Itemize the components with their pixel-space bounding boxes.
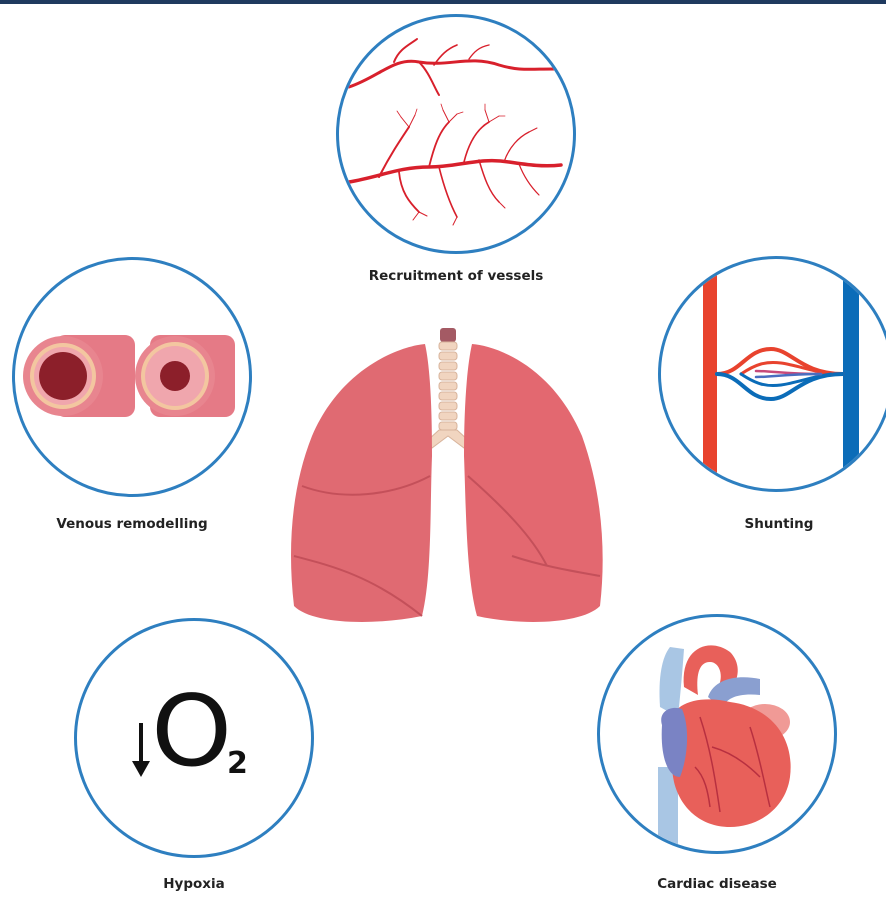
hypoxia-circle: O 2 [74, 618, 314, 858]
hypoxia-label: Hypoxia [163, 876, 224, 892]
hypoxia-symbol: O 2 [77, 621, 311, 855]
vessel-network-illustration [339, 17, 573, 251]
heart-illustration [600, 617, 834, 851]
shunt-vessels-illustration [661, 259, 886, 489]
shunting-circle [658, 256, 886, 492]
lungs-illustration [282, 326, 612, 636]
trachea-top [440, 328, 456, 342]
oxygen-subscript: 2 [227, 749, 248, 779]
cardiac-disease-label: Cardiac disease [657, 876, 777, 892]
top-border-bar [0, 0, 886, 4]
venous-remodelling-circle [12, 257, 252, 497]
shunting-label: Shunting [745, 516, 814, 532]
left-lung [291, 344, 432, 622]
oxygen-symbol: O [151, 683, 232, 781]
vein-cross-section-illustration [15, 260, 249, 494]
venous-remodelling-label: Venous remodelling [56, 516, 207, 532]
cardiac-disease-circle [597, 614, 837, 854]
recruitment-label: Recruitment of vessels [369, 268, 544, 284]
recruitment-circle [336, 14, 576, 254]
right-lung [464, 344, 603, 622]
